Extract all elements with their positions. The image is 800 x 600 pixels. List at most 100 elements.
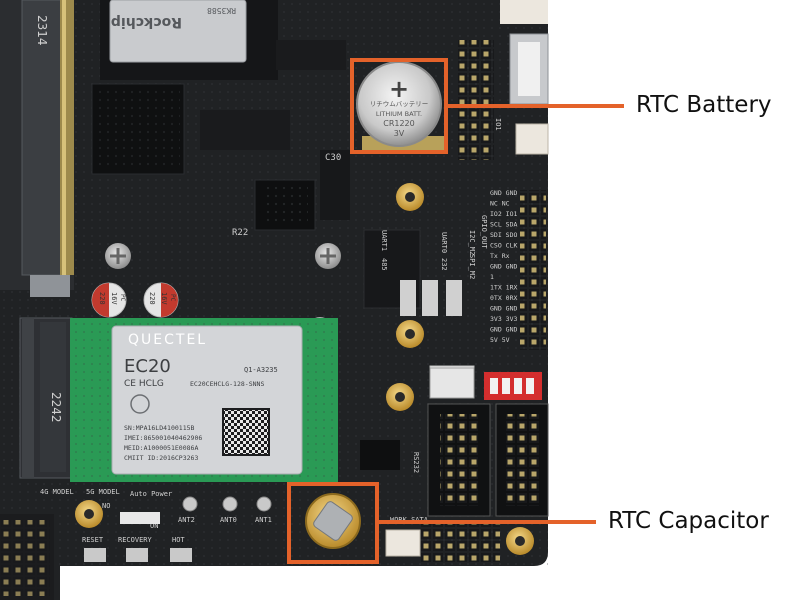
bottom-left-slot-pins	[0, 520, 50, 596]
gpio-pin-label: IO2 IO1	[490, 210, 517, 218]
antenna-connectors	[182, 496, 272, 512]
auto-power-switch	[120, 512, 160, 524]
svg-text:220: 220	[148, 292, 156, 305]
label-rs232: RS232	[412, 452, 420, 473]
gold-standoff-3	[386, 383, 414, 411]
rtc-battery-label: RTC Battery	[636, 92, 772, 118]
gpio-pin-label: CSO CLK	[490, 242, 517, 250]
label-ant0: ANT0	[220, 516, 237, 524]
module-variant: EC20CEHCLG-128-SNNS	[190, 380, 264, 388]
battery-brand-line: LITHIUM BATT.	[376, 110, 422, 118]
gpio-pin-label: GND GND	[490, 305, 517, 313]
pin-header-bottom	[420, 522, 500, 562]
regulator-1	[400, 280, 416, 316]
pmic-texture	[262, 187, 308, 223]
label-232: 232	[440, 258, 448, 271]
gpio-header	[520, 190, 546, 350]
gpio-pin-label: GND GND	[490, 263, 517, 271]
pin-header-top	[458, 40, 494, 160]
rtc-capacitor-label: RTC Capacitor	[608, 508, 769, 534]
module-cert: CE HCLG	[124, 379, 164, 389]
module-batch: Q1-A3235	[244, 366, 278, 374]
passive-array	[276, 40, 346, 70]
svg-text:16V: 16V	[110, 292, 118, 305]
gpio-pin-label: 0TX 0RX	[490, 294, 517, 302]
ic-strip	[320, 150, 350, 220]
gpio-pin-label: 5V 5V	[490, 336, 510, 344]
box-header-right	[495, 403, 549, 517]
svg-text:16V: 16V	[160, 292, 168, 305]
soc-brand: Rockchip	[111, 14, 182, 30]
recovery-button	[126, 548, 148, 562]
label-r22: R22	[232, 228, 248, 238]
gold-standoff-1	[396, 183, 424, 211]
memory-chip	[91, 83, 185, 175]
gold-standoff-5	[506, 527, 534, 555]
battery-model: CR1220	[383, 119, 415, 128]
slot-label-middle: 2242	[49, 392, 63, 423]
jst-connector-top	[515, 123, 549, 155]
gpio-pin-label: GND GND	[490, 326, 517, 334]
top-right-connector	[500, 0, 548, 24]
gpio-pin-label: 1	[490, 273, 494, 281]
label-hot: HOT	[172, 536, 185, 544]
rs232-ic	[360, 440, 400, 470]
module-cmiit: CMIIT ID:2016CP3263	[124, 454, 198, 462]
electrolytic-cap-1: 220 16V PC	[91, 282, 127, 318]
gpio-pin-label: SDI SDO	[490, 231, 517, 239]
label-auto-power: Auto Power	[130, 490, 172, 498]
slot-label-top: 2314	[35, 15, 49, 46]
label-no: NO	[102, 502, 110, 510]
mount-screw-1	[105, 243, 131, 269]
gpio-pin-label: 1TX 1RX	[490, 284, 517, 292]
white-component	[429, 367, 475, 399]
label-on: ON	[150, 522, 158, 530]
m2-slot-middle: 2242	[19, 317, 73, 479]
hot-button	[170, 548, 192, 562]
regulator-2	[422, 280, 438, 316]
gold-standoff-2	[396, 320, 424, 348]
gpio-pin-label: Tx Rx	[490, 252, 510, 260]
battery-plus: +	[389, 75, 409, 103]
label-ant1: ANT1	[255, 516, 272, 524]
label-reset: RESET	[82, 536, 104, 544]
usb-port	[509, 33, 549, 105]
mount-screw-2	[315, 243, 341, 269]
label-i2c-m2: I2C_M2	[468, 230, 476, 255]
box-header-left	[427, 403, 491, 517]
label-5g-model: 5G MODEL	[86, 488, 120, 496]
module-brand: QUECTEL	[128, 332, 207, 348]
rtc-supercapacitor	[305, 493, 361, 549]
gpio-pin-label: 3V3 3V3	[490, 315, 517, 323]
soc-part: RK3588	[207, 6, 236, 15]
battery-jp-text: リチウムバッテリー	[370, 100, 429, 108]
gold-standoff-4	[75, 500, 103, 528]
label-uart1: UART1	[380, 230, 388, 251]
label-recovery: RECOVERY	[118, 536, 153, 544]
regulator-3	[446, 280, 462, 316]
svg-text:PC: PC	[119, 294, 126, 302]
label-io1: IO1	[494, 118, 502, 131]
reset-button	[84, 548, 106, 562]
gpio-pin-label: NC NC	[490, 200, 510, 208]
qr-code-pattern	[224, 410, 268, 454]
jst-connector-bottom	[385, 529, 421, 557]
module-sn: SN:MPA16LD4100115B	[124, 424, 195, 432]
svg-text:220: 220	[98, 292, 106, 305]
label-spi-m2: SPI_M2	[468, 254, 476, 279]
electrolytic-cap-2: 220 16V PC	[143, 282, 179, 318]
gpio-pin-label: GND GND	[490, 189, 517, 197]
module-meid: MEID:A1000051E0086A	[124, 444, 198, 452]
module-imei: IMEI:865001040462906	[124, 434, 202, 442]
module-model: EC20	[124, 356, 171, 377]
battery-voltage: 3V	[394, 129, 405, 138]
passive-array-2	[200, 110, 290, 150]
dip-switch	[484, 372, 542, 400]
label-gpio-out: GPIO_OUT	[480, 215, 488, 250]
ce-mark	[130, 394, 150, 414]
label-uart0: UART0	[440, 232, 448, 253]
label-485: 485	[380, 258, 388, 271]
gpio-pin-label: SCL SDA	[490, 221, 517, 229]
